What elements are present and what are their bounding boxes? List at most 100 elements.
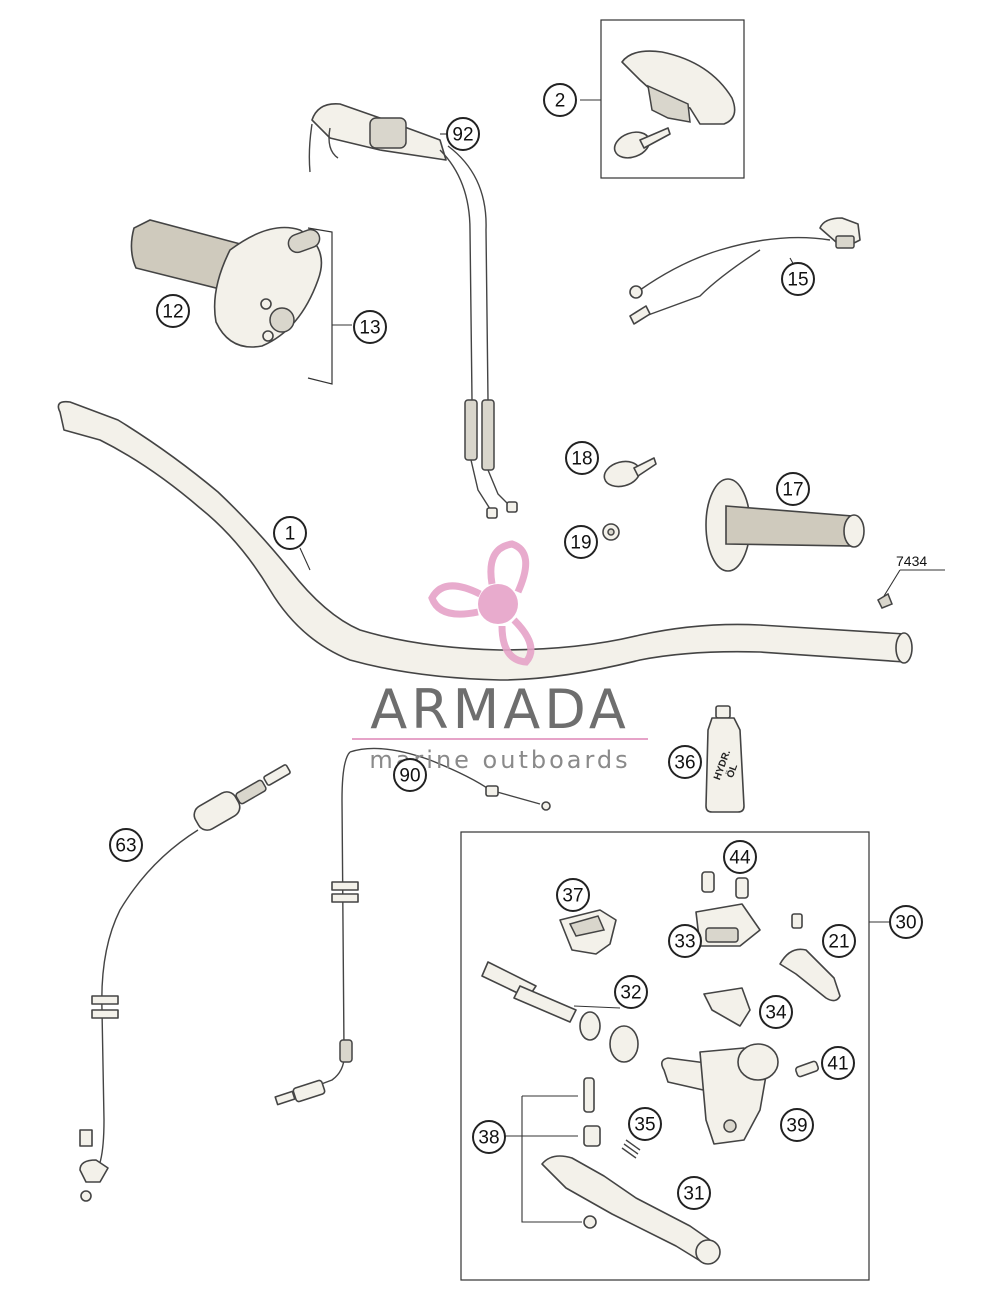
callout-number: 39 [786,1116,807,1137]
callout-circle [889,905,923,939]
callout-number: 41 [827,1054,848,1075]
callout-circle [628,1107,662,1141]
callout-39: 39 [780,1108,814,1142]
callout-34: 34 [759,995,793,1029]
callout-19: 19 [564,525,598,559]
callout-41: 41 [821,1046,855,1080]
callout-number: 31 [683,1184,704,1205]
callout-number: 15 [787,270,808,291]
callout-circle [543,83,577,117]
part-38-pivot-parts [504,1077,601,1229]
callout-circle [822,924,856,958]
callout-number: 90 [399,766,420,787]
callout-18: 18 [565,441,599,475]
callout-circle [668,924,702,958]
part-34-bellows [703,987,751,1027]
part-label-7434: 7434 [896,553,927,569]
callout-circle [776,472,810,506]
callout-layer: 1212131517181921303132333435363738394144… [109,83,923,1210]
part-30-assembly-box [460,831,890,1281]
callout-31: 31 [677,1176,711,1210]
callout-circle [564,525,598,559]
callout-90: 90 [393,758,427,792]
callout-number: 44 [729,848,751,869]
callout-36: 36 [668,745,702,779]
callout-circle [759,995,793,1029]
part-32-piston-set [481,961,639,1063]
callout-circle [781,262,815,296]
callout-44: 44 [723,840,757,874]
part-33-cover [695,903,761,947]
callout-12: 12 [156,294,190,328]
callout-63: 63 [109,828,143,862]
callout-number: 12 [162,302,183,323]
callout-number: 30 [895,913,916,934]
part-18-cable-tie [603,457,657,488]
callout-2: 2 [543,83,577,117]
callout-circle [556,878,590,912]
part-63-hydraulic-line [79,764,291,1202]
callout-35: 35 [628,1107,662,1141]
callout-30: 30 [889,905,923,939]
part-21-adjuster-lever [779,913,841,1002]
callout-number: 18 [571,449,592,470]
callout-circle [668,745,702,779]
callout-17: 17 [776,472,810,506]
callout-number: 32 [620,983,641,1004]
part-31-brake-lever [541,1155,721,1265]
callout-circle [677,1176,711,1210]
callout-21: 21 [822,924,856,958]
callout-number: 2 [555,91,566,112]
part-44-screws [701,871,749,899]
callout-circle [472,1120,506,1154]
callout-circle [393,758,427,792]
part-12-13-throttle-grip [130,219,352,385]
callout-circle [156,294,190,328]
bottle-label-line2: ÖL [723,762,740,779]
callout-37: 37 [556,878,590,912]
watermark-divider [352,738,648,740]
callout-number: 38 [478,1128,499,1149]
callout-92: 92 [446,117,480,151]
armada-logo [428,540,535,666]
callout-number: 34 [765,1003,787,1024]
callout-1: 1 [273,516,307,550]
part-39-master-cylinder [660,1043,779,1145]
callout-circle [109,828,143,862]
part-1-handlebar [57,400,913,681]
callout-32: 32 [614,975,648,1009]
part-92-throttle-cables [308,103,518,519]
callout-number: 19 [570,533,591,554]
part-19-nut [602,523,620,541]
callout-13: 13 [353,310,387,344]
callout-circle [446,117,480,151]
callout-circle [614,975,648,1009]
callout-number: 1 [285,524,296,545]
callout-circle [723,840,757,874]
callout-circle [353,310,387,344]
callout-number: 21 [828,932,849,953]
part-37-reservoir-cover [559,909,617,955]
callout-38: 38 [472,1120,506,1154]
part-90-cable [274,747,551,1106]
part-41-screw [794,1060,820,1078]
callout-33: 33 [668,924,702,958]
callout-circle [273,516,307,550]
callout-circle [821,1046,855,1080]
callout-number: 36 [674,753,695,774]
part-7434-plug: 7434 [877,553,945,609]
callout-15: 15 [781,262,815,296]
callout-number: 63 [115,836,136,857]
callout-number: 92 [452,125,473,146]
part-15-kill-switch [629,217,861,325]
callout-number: 37 [562,886,583,907]
part-17-left-grip [705,478,865,572]
part-35-spring [621,1139,641,1159]
callout-number: 35 [634,1115,655,1136]
part-2-handguard [580,19,745,179]
callout-number: 33 [674,932,695,953]
callout-circle [780,1108,814,1142]
part-36-hydraulic-oil-bottle: HYDR. ÖL [705,705,745,813]
watermark-title: ARMADA [370,678,630,741]
